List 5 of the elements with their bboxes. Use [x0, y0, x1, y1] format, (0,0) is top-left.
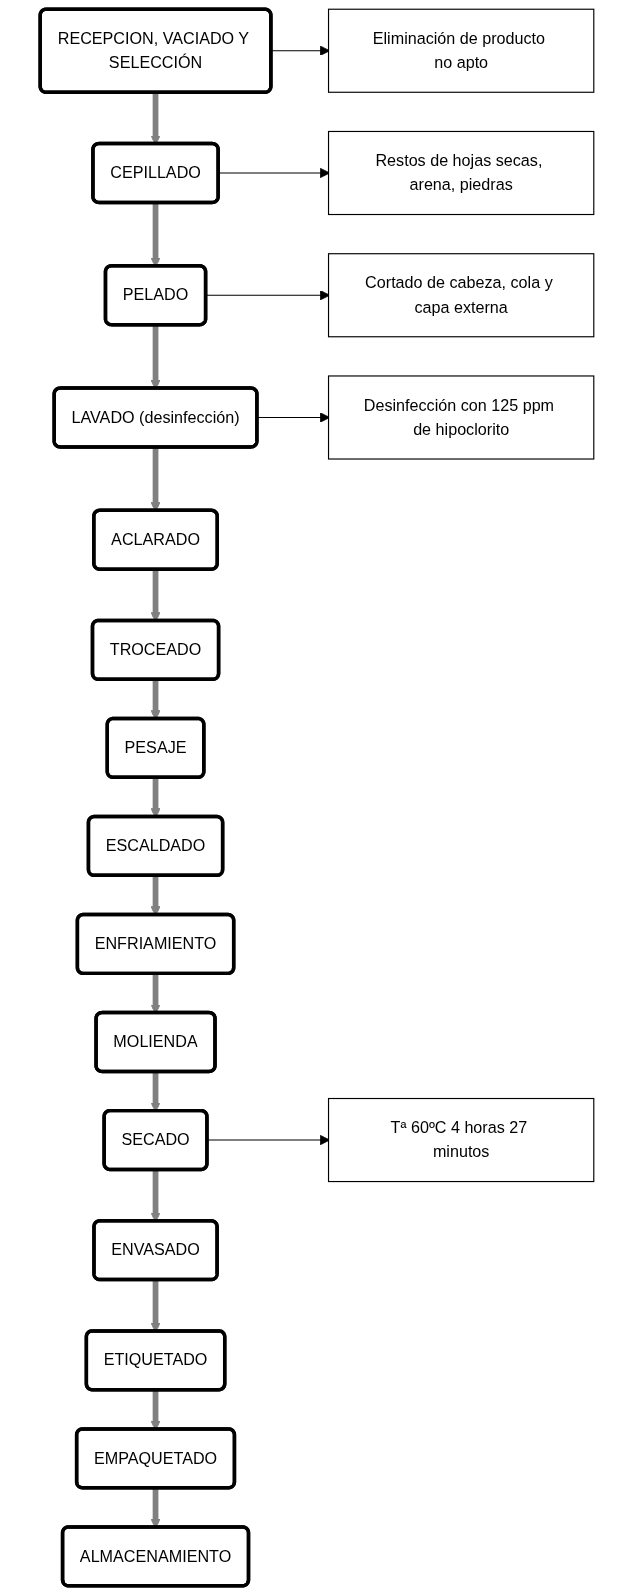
- node-box: Restos de hojas secas, arena, piedras: [327, 130, 595, 216]
- node-box: Tª 60ºC 4 horas 27 minutos: [327, 1097, 595, 1183]
- node-box: Cortado de cabeza, cola y capa externa: [327, 253, 595, 338]
- node-box: Eliminación de producto no apto: [327, 8, 595, 93]
- node-box: Desinfección con 125 ppm de hipoclorito: [327, 375, 595, 460]
